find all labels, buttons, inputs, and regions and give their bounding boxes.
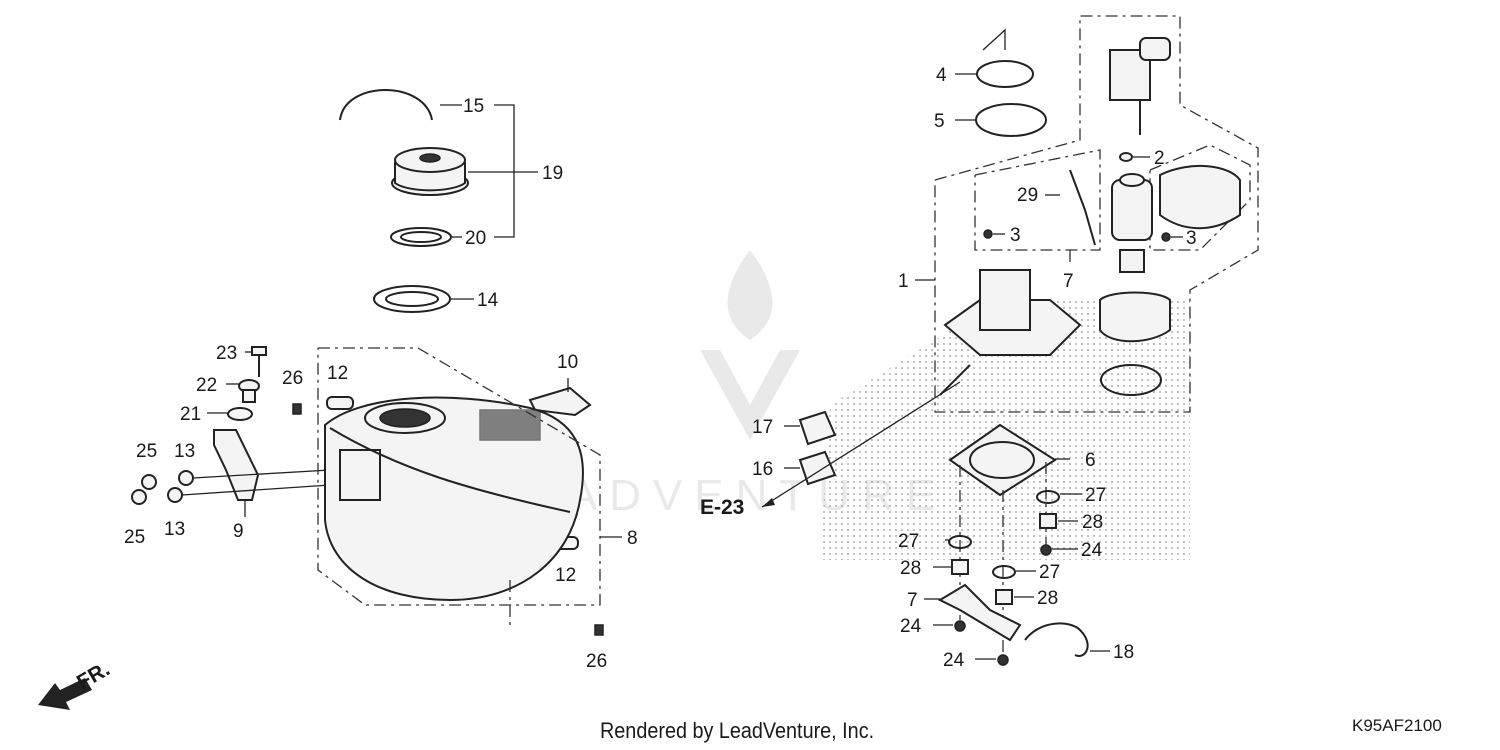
callout-27-b: 27 [898,531,919,552]
callout-15: 15 [463,96,484,117]
callout-12-a: 12 [327,363,348,384]
fuel-hose [1024,622,1089,657]
callout-20: 20 [465,228,486,249]
callout-28-b: 28 [900,558,921,579]
fuel-cap [391,147,469,196]
pump-base [939,269,1082,396]
callout-11: 10 [557,352,578,373]
pad-top [326,396,354,410]
callout-28-a: 28 [1082,512,1103,533]
callout-25-b: 25 [124,527,145,548]
pump-connector [1109,37,1171,135]
callout-18: 18 [1113,642,1134,663]
mount-bracket [937,583,1022,642]
clip-17 [798,410,837,446]
o-ring [976,60,1034,88]
fuel-tank [324,396,584,602]
callout-24-b: 24 [900,616,922,637]
callout-3-a: 3 [1010,225,1021,246]
callout-25-a: 25 [136,441,157,462]
clip-16 [798,450,837,486]
callout-labels: 15 19 20 14 23 22 21 26 12 10 25 13 25 1… [124,65,1197,672]
callout-6: 6 [1085,450,1096,471]
callout-10: 9 [233,521,244,542]
callout-13-a: 13 [174,441,195,462]
callout-19: 19 [542,163,563,184]
callout-2: 2 [1154,148,1165,169]
callout-9: 8 [627,528,638,549]
strainer [1099,291,1171,343]
callout-26-a: 26 [282,368,303,389]
footer-credit: Rendered by LeadVenture, Inc. [600,718,875,743]
seal-ring [975,103,1047,137]
callout-24-a: 24 [1081,540,1103,561]
bolt-stack [227,346,267,421]
pump-wire [1069,169,1096,246]
callout-24-c: 24 [943,650,965,671]
callout-13-b: 13 [164,519,185,540]
washers-nuts [948,490,1060,666]
reference-e23: E-23 [700,496,744,519]
fuel-pump [1111,173,1153,273]
strainer-ring [1100,364,1162,396]
callout-8: 7 [1063,271,1074,292]
front-arrow-icon [38,678,92,710]
callout-16: 16 [752,459,773,480]
base-gasket [948,423,1057,497]
callout-27-c: 27 [1039,562,1060,583]
callout-22: 22 [196,375,217,396]
callout-17: 17 [752,417,773,438]
grommet-bottom [594,624,604,636]
filter-cup [1159,164,1241,230]
callout-27-a: 27 [1085,485,1106,506]
callout-28-c: 28 [1037,588,1058,609]
grommet-top [292,403,302,415]
callout-21: 21 [180,404,201,425]
callout-5: 5 [934,111,945,132]
callout-12-b: 12 [555,565,576,586]
callout-23: 23 [216,343,237,364]
callout-14: 14 [477,290,499,311]
callout-1: 1 [898,271,909,292]
callout-26-b: 26 [586,651,607,672]
filler-ring [373,285,451,313]
callout-3-b: 3 [1186,228,1197,249]
tank-bracket [213,429,260,501]
breather-tube [339,89,433,121]
callout-29: 29 [1017,185,1038,206]
nuts-washers [131,470,194,505]
callout-4: 4 [936,65,947,86]
cap-gasket [390,227,452,247]
callout-7: 7 [907,590,918,611]
diagram-code: K95AF2100 [1352,716,1442,735]
